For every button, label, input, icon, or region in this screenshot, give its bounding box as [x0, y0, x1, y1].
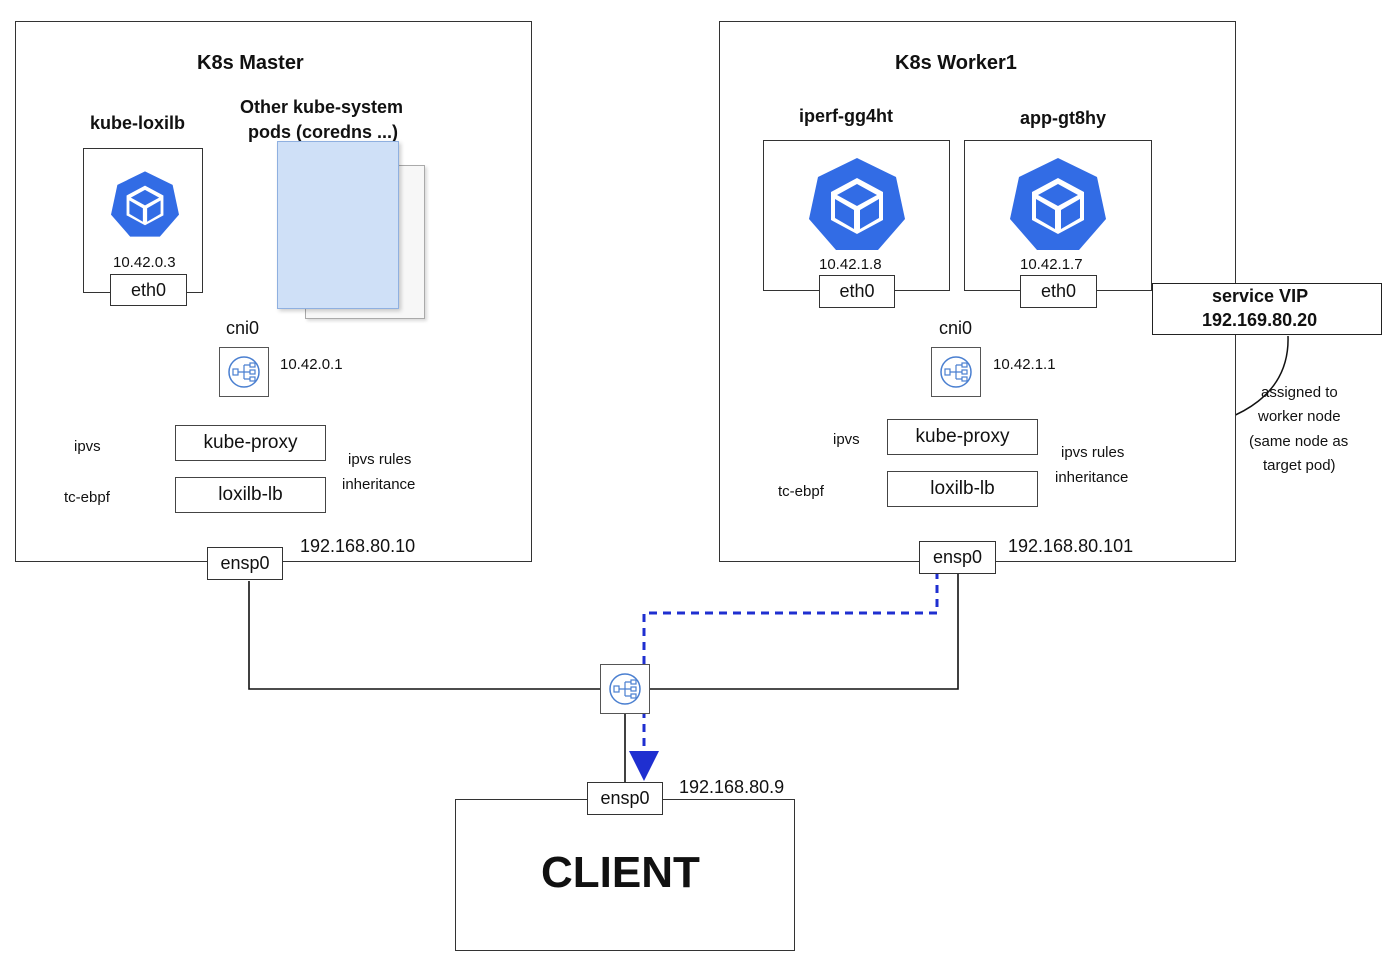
- master-ensp0: ensp0: [207, 547, 283, 580]
- worker-cni-bridge: [931, 347, 981, 397]
- master-ensp0-ip: 192.168.80.10: [300, 536, 416, 556]
- network-switch-icon: [609, 673, 641, 705]
- iperf-pod-eth0: eth0: [819, 275, 895, 308]
- master-title: K8s Master: [197, 52, 304, 74]
- service-vip-box: [1152, 283, 1382, 335]
- kube-loxilb-ip: 10.42.0.3: [113, 254, 176, 271]
- worker-loxilb-lb: loxilb-lb: [887, 471, 1038, 507]
- app-pod-eth0: eth0: [1020, 275, 1097, 308]
- network-switch: [600, 664, 650, 714]
- master-rules-2: inheritance: [342, 476, 416, 493]
- app-pod-title: app-gt8hy: [1020, 108, 1107, 128]
- master-ipvs-label: ipvs: [74, 438, 101, 455]
- master-cni-bridge: [219, 347, 269, 397]
- worker-rules-1: ipvs rules: [1061, 444, 1125, 461]
- client-node: [455, 799, 795, 951]
- network-bridge-icon: [228, 356, 260, 388]
- master-tc-label: tc-ebpf: [64, 489, 110, 506]
- service-vip-ip: 192.169.80.20: [1202, 310, 1318, 330]
- kubernetes-pod-icon: [809, 158, 905, 250]
- other-pods-title-1: Other kube-system: [240, 97, 404, 117]
- worker-network-link: [650, 573, 959, 690]
- worker-rules-2: inheritance: [1055, 469, 1129, 486]
- worker-ensp0: ensp0: [919, 541, 996, 574]
- worker-cni-ip: 10.42.1.1: [993, 356, 1056, 373]
- kubernetes-pod-icon: [1010, 158, 1106, 250]
- kube-loxilb-eth0: eth0: [110, 274, 187, 306]
- kubernetes-pod-icon: [111, 171, 179, 237]
- other-pods-card: [277, 141, 399, 309]
- iperf-pod-ip: 10.42.1.8: [819, 256, 882, 273]
- network-bridge-icon: [940, 356, 972, 388]
- vip-note-1: assigned to: [1261, 384, 1338, 401]
- worker-ipvs-label: ipvs: [833, 431, 860, 448]
- app-pod-ip: 10.42.1.7: [1020, 256, 1083, 273]
- master-rules-1: ipvs rules: [348, 451, 412, 468]
- vip-note-4: target pod): [1263, 457, 1336, 474]
- worker-kube-proxy: kube-proxy: [887, 419, 1038, 455]
- master-kube-proxy: kube-proxy: [175, 425, 326, 461]
- master-loxilb-lb: loxilb-lb: [175, 477, 326, 513]
- kube-loxilb-title: kube-loxilb: [90, 113, 186, 133]
- service-vip-label: service VIP: [1212, 286, 1309, 306]
- other-pods-title-2: pods (coredns ...): [248, 122, 399, 142]
- client-label: CLIENT: [541, 848, 700, 897]
- vip-note-2: worker node: [1258, 408, 1341, 425]
- worker-cni-label: cni0: [939, 318, 973, 338]
- master-cni-label: cni0: [226, 318, 260, 338]
- client-ensp0: ensp0: [587, 782, 663, 815]
- client-ensp0-ip: 192.168.80.9: [679, 777, 785, 797]
- master-cni-ip: 10.42.0.1: [280, 356, 343, 373]
- worker-title: K8s Worker1: [895, 52, 1017, 74]
- iperf-pod-title: iperf-gg4ht: [799, 106, 893, 126]
- vip-note-3: (same node as: [1249, 433, 1349, 450]
- worker-ensp0-ip: 192.168.80.101: [1008, 536, 1134, 556]
- worker-tc-label: tc-ebpf: [778, 483, 824, 500]
- master-network-link: [248, 581, 600, 690]
